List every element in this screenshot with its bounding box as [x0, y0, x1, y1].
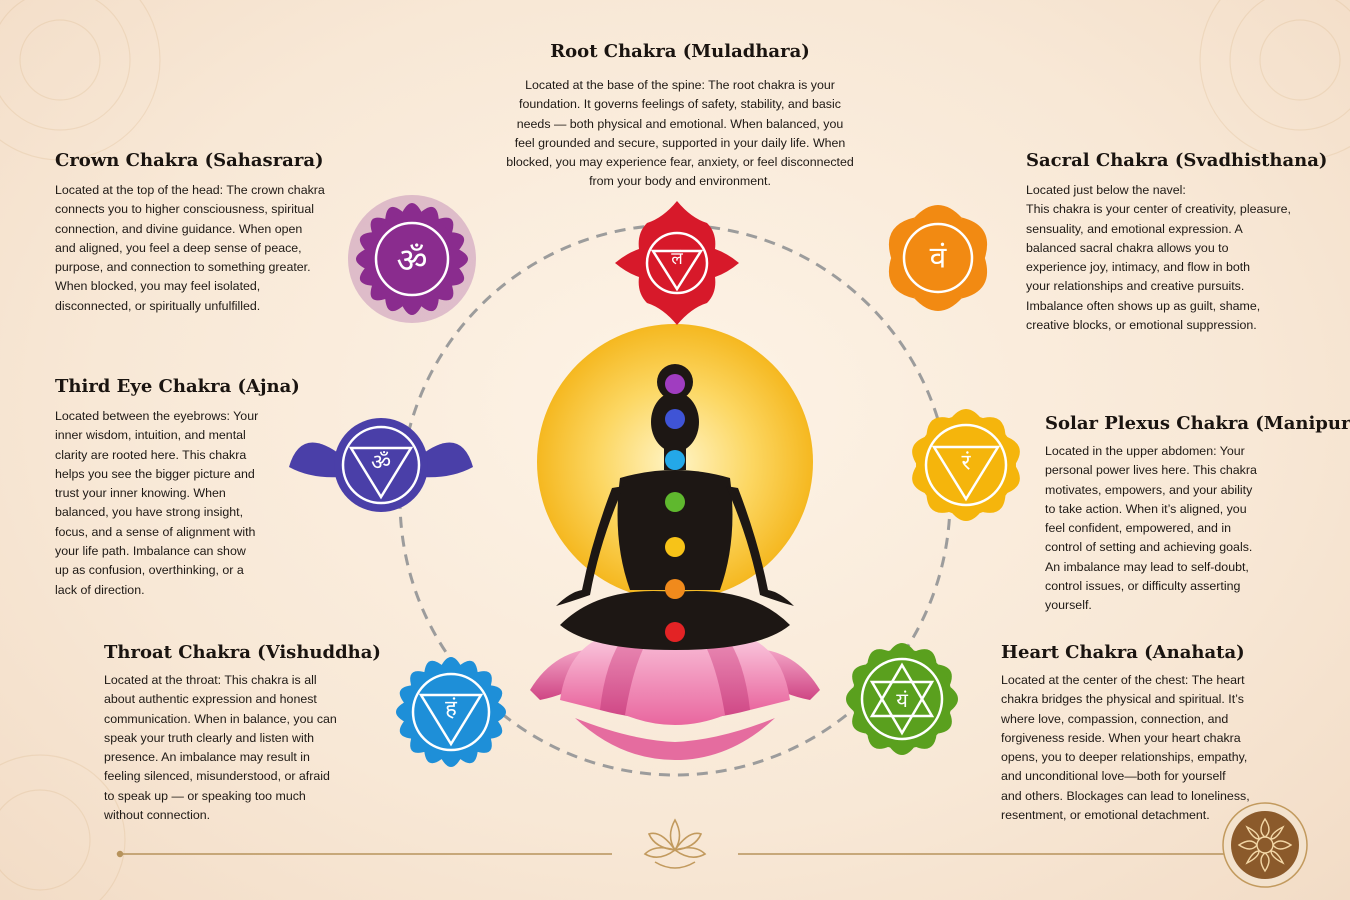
solar-plexus-chakra-description: Located in the upper abdomen: Your person… — [1045, 442, 1325, 616]
description-line: resentment, or emotional detachment. — [1001, 808, 1210, 823]
description-line: disconnected, or spiritually unfulfilled… — [55, 298, 261, 313]
description-line: experience joy, intimacy, and flow in bo… — [1026, 260, 1251, 275]
description-line: presence. An imbalance may result in — [104, 750, 310, 765]
description-line: Located at the throat: This chakra is al… — [104, 673, 317, 687]
description-line: An imbalance may lead to self-doubt, — [1045, 559, 1249, 574]
petal — [456, 248, 468, 270]
description-line: creative blocks, or emotional suppressio… — [1026, 318, 1257, 333]
description-line: to speak up — or speaking too much — [104, 788, 306, 803]
description-line: your relationships and creative pursuits… — [1026, 279, 1245, 294]
description-line: trust your inner knowing. When — [55, 486, 226, 501]
sacral-chakra-icon: वं — [888, 205, 988, 311]
description-line: forgiveness reside. When your heart chak… — [1001, 730, 1241, 745]
crown-chakra-title: Crown Chakra (Sahasrara) — [55, 150, 324, 171]
description-line: speak your truth clearly and listen with — [104, 730, 315, 745]
throat-chakra-icon: हं — [396, 657, 506, 767]
solar-plexus-chakra-title: Solar Plexus Chakra (Manipura) — [1045, 413, 1350, 434]
sacral-chakra-description: Located just below the navel: This chakra… — [1026, 181, 1326, 335]
third-eye-chakra-icon: ॐ — [289, 418, 473, 512]
description-line: about authentic expression and honest — [104, 692, 317, 707]
description-line: your life path. Imbalance can show — [55, 544, 246, 559]
description-line: chakra bridges the physical and spiritua… — [1001, 692, 1244, 707]
petal — [356, 248, 368, 270]
crown-chakra-icon: ॐ — [348, 195, 476, 323]
description-line: control of setting and achieving goals. — [1045, 540, 1253, 555]
svg-text:लं: लं — [671, 249, 683, 269]
description-line: without connection. — [104, 808, 211, 823]
petal — [401, 203, 423, 215]
description-line: focus, and a sense of alignment with — [55, 524, 256, 539]
description-line: to take action. When it’s aligned, you — [1045, 501, 1247, 516]
description-line: motivates, empowers, and your ability — [1045, 482, 1253, 497]
description-line: Located at the top of the head: The crow… — [55, 183, 325, 197]
svg-text:रं: रं — [962, 451, 972, 476]
description-line: up as confusion, overthinking, or a — [55, 563, 244, 578]
description-line: sensuality, and emotional expression. A — [1026, 221, 1243, 236]
description-line: yourself. — [1045, 598, 1092, 613]
description-line: and unconditional love—both for yourself — [1001, 769, 1226, 784]
svg-text:ॐ: ॐ — [396, 241, 427, 281]
bottom-divider — [116, 850, 1234, 858]
svg-text:ॐ: ॐ — [371, 451, 391, 476]
corner-mandala-bottom-left — [0, 754, 126, 900]
description-line: foundation. It governs feelings of safet… — [519, 97, 841, 112]
description-line: feeling silenced, misunderstood, or afra… — [104, 769, 330, 784]
description-line: balanced sacral chakra allows you to — [1026, 240, 1229, 255]
description-line: and others. Blockages can lead to loneli… — [1001, 788, 1250, 803]
description-line: communication. When in balance, you can — [104, 711, 337, 726]
svg-text:यं: यं — [896, 688, 908, 712]
description-line: Located between the eyebrows: Your — [55, 409, 259, 423]
heart-chakra-title: Heart Chakra (Anahata) — [1001, 642, 1245, 663]
corner-mandala-top-left — [0, 0, 161, 161]
throat-chakra-description: Located at the throat: This chakra is al… — [104, 671, 374, 825]
third-eye-chakra-description: Located between the eyebrows: Your inner … — [55, 407, 315, 600]
description-line: from your body and environment. — [589, 174, 771, 189]
description-line: connection, and divine guidance. When op… — [55, 221, 303, 236]
corner-mandala-top-right — [1199, 0, 1350, 161]
svg-text:हं: हं — [445, 697, 457, 722]
root-chakra-description: Located at the base of the spine: The ro… — [490, 76, 870, 192]
body-chakra-dots — [665, 374, 685, 642]
description-line: personal power lives here. This chakra — [1045, 463, 1257, 478]
heart-chakra-icon: यं — [846, 643, 958, 755]
description-line: Located just below the navel: — [1026, 183, 1186, 197]
description-line: feel confident, empowered, and in — [1045, 521, 1231, 536]
root-chakra-title: Root Chakra (Muladhara) — [550, 41, 810, 62]
heart-chakra-description: Located at the center of the chest: The … — [1001, 671, 1301, 825]
third-eye-chakra-title: Third Eye Chakra (Ajna) — [55, 376, 300, 397]
sacral-chakra-title: Sacral Chakra (Svadhisthana) — [1026, 150, 1328, 171]
svg-text:वं: वं — [930, 241, 948, 276]
description-line: balanced, you have strong insight, — [55, 505, 244, 520]
description-line: Located at the center of the chest: The … — [1001, 673, 1245, 687]
crown-chakra-description: Located at the top of the head: The crow… — [55, 181, 355, 316]
description-line: Located in the upper abdomen: Your — [1045, 444, 1245, 458]
description-line: opens, you to deeper relationships, empa… — [1001, 750, 1248, 765]
root-chakra-icon: लं — [615, 201, 739, 325]
description-line: inner wisdom, intuition, and mental — [55, 428, 246, 443]
description-line: control issues, or difficulty asserting — [1045, 579, 1241, 594]
description-line: When blocked, you may feel isolated, — [55, 279, 261, 294]
description-line: where love, compassion, connection, and — [1001, 711, 1229, 726]
description-line: purpose, and connection to something gre… — [55, 260, 311, 275]
description-line: This chakra is your center of creativity… — [1026, 202, 1291, 217]
description-line: connects you to higher consciousness, sp… — [55, 202, 314, 217]
description-line: and aligned, you feel a deep sense of pe… — [55, 240, 302, 255]
description-line: lack of direction. — [55, 582, 145, 597]
mandala-badge-icon — [1222, 802, 1308, 888]
description-line: needs — both physical and emotional. Whe… — [516, 116, 844, 131]
description-line: Located at the base of the spine: The ro… — [525, 78, 835, 92]
bottom-lotus-ornament-icon — [643, 818, 707, 869]
throat-chakra-title: Throat Chakra (Vishuddha) — [104, 642, 381, 663]
description-line: Imbalance often shows up as guilt, shame… — [1026, 298, 1261, 313]
description-line: feel grounded and secure, supported in y… — [514, 135, 846, 150]
description-line: helps you see the bigger picture and — [55, 466, 255, 481]
description-line: blocked, you may experience fear, anxiet… — [506, 155, 854, 170]
petal — [401, 303, 423, 315]
solar-plexus-chakra-icon: रं — [912, 409, 1020, 521]
description-line: clarity are rooted here. This chakra — [55, 447, 247, 462]
